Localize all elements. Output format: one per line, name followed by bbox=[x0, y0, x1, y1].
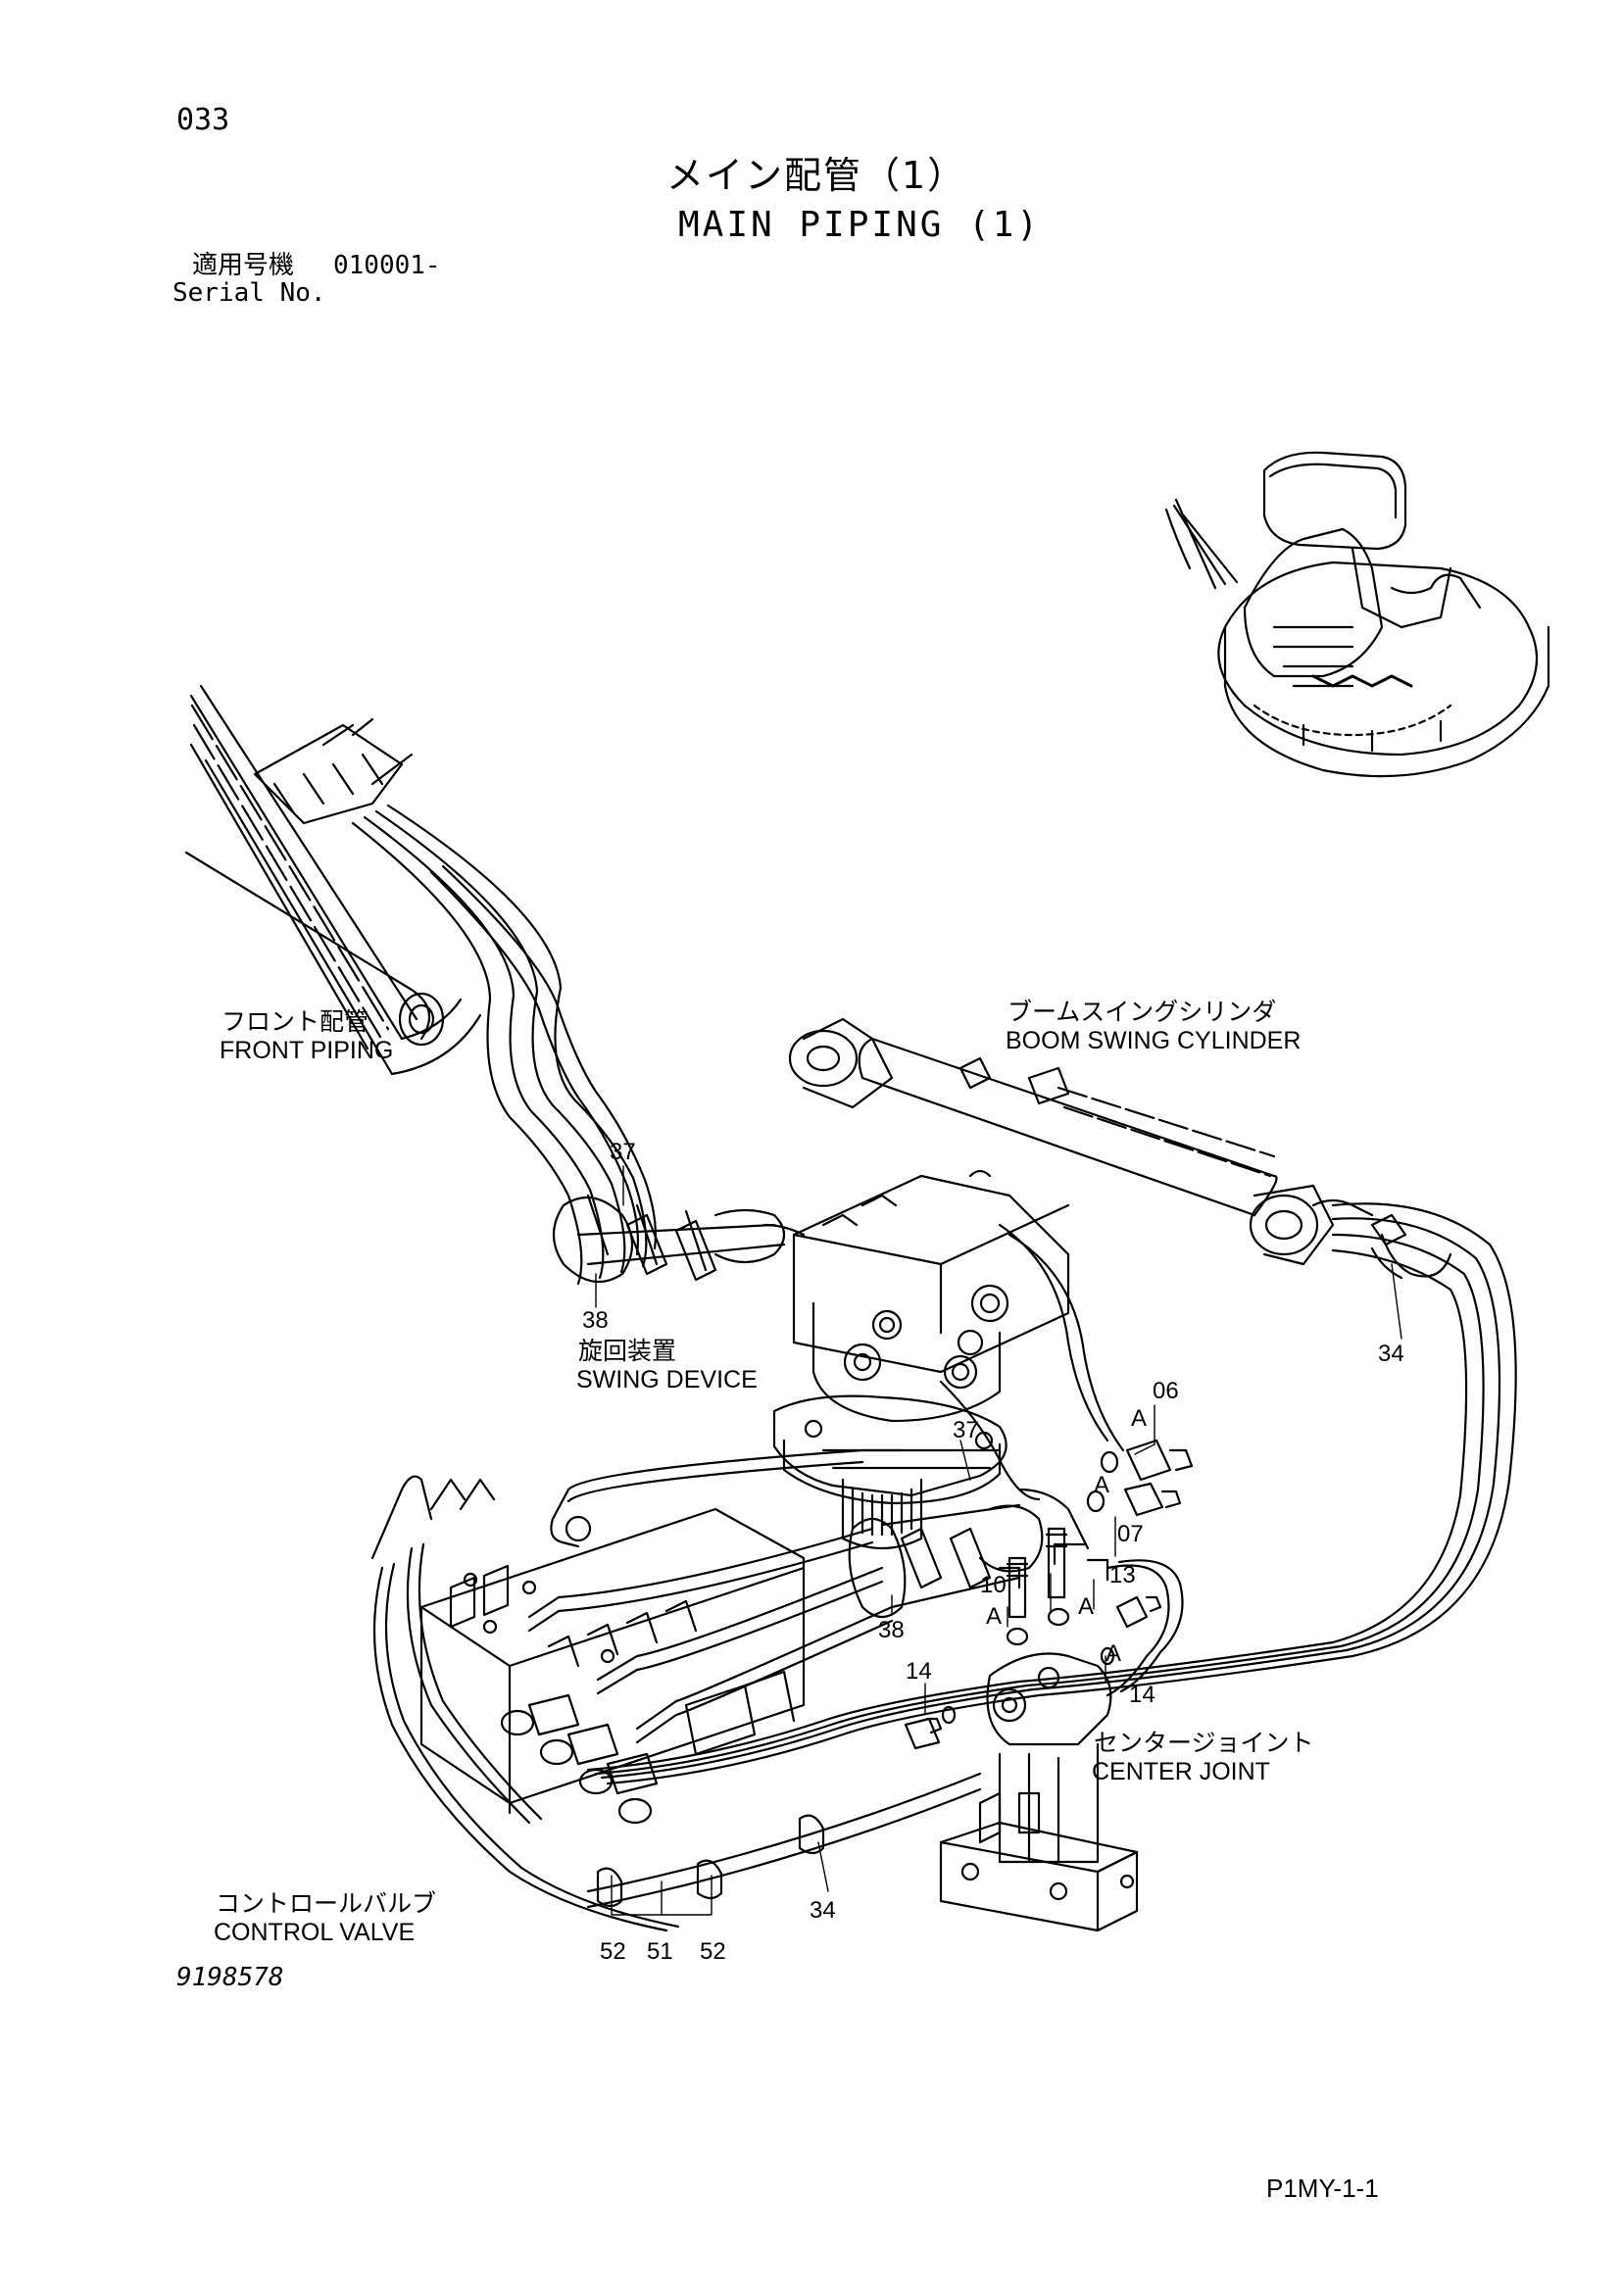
bottom-clamps bbox=[586, 1772, 982, 1909]
right-side-hoses bbox=[586, 1202, 1517, 1785]
title-japanese: メイン配管（1） bbox=[666, 154, 967, 197]
control-valve-label-en: CONTROL VALVE bbox=[214, 1919, 416, 1946]
inset-machine-illustration bbox=[1164, 451, 1550, 778]
drawing-code: P1MY-1-1 bbox=[1266, 2174, 1379, 2203]
center-joint-label-en: CENTER JOINT bbox=[1092, 1758, 1270, 1785]
control-valve-label-jp: コントロールバルブ bbox=[216, 1889, 437, 1918]
boom-swing-cylinder-label-jp: ブームスイングシリンダ bbox=[1008, 998, 1277, 1026]
mid-hoses bbox=[527, 1223, 1125, 1744]
boom-swing-cylinder-drawing bbox=[788, 1017, 1374, 1266]
leader-lines bbox=[595, 1165, 1402, 1916]
center-joint-label-jp: センタージョイント bbox=[1094, 1729, 1314, 1757]
callout-38-upper: 38 bbox=[582, 1307, 609, 1334]
page-number: 033 bbox=[176, 103, 230, 137]
callout-38-lower: 38 bbox=[878, 1617, 905, 1643]
serial-value: 010001- bbox=[333, 251, 441, 280]
boom-swing-cylinder-label-en: BOOM SWING CYLINDER bbox=[1006, 1027, 1302, 1054]
callout-A-5: A bbox=[1106, 1640, 1122, 1667]
front-piping-drawing bbox=[184, 684, 657, 1286]
callout-13: 13 bbox=[1109, 1562, 1136, 1588]
callout-37-lower: 37 bbox=[953, 1417, 979, 1443]
callout-51: 51 bbox=[647, 1938, 673, 1965]
front-piping-label-jp: フロント配管 bbox=[221, 1007, 369, 1036]
callout-14-left: 14 bbox=[906, 1658, 932, 1685]
callout-A-1: A bbox=[1131, 1405, 1148, 1432]
callout-A-3: A bbox=[986, 1603, 1003, 1630]
callout-52-left: 52 bbox=[600, 1938, 626, 1965]
callout-A-2: A bbox=[1094, 1472, 1110, 1498]
callout-10: 10 bbox=[980, 1572, 1007, 1598]
serial-label-japanese: 適用号機 bbox=[192, 251, 295, 280]
swing-device-drawing bbox=[772, 1169, 1070, 1550]
callout-37-upper: 37 bbox=[610, 1139, 636, 1165]
front-piping-label-en: FRONT PIPING bbox=[220, 1037, 394, 1064]
hose-clamp-group-upper bbox=[553, 1194, 806, 1284]
callout-06: 06 bbox=[1153, 1378, 1179, 1404]
hose-clamp-group-lower bbox=[848, 1488, 1090, 1619]
callout-07: 07 bbox=[1117, 1521, 1144, 1547]
swing-device-label-en: SWING DEVICE bbox=[576, 1366, 758, 1393]
drawing-number: 9198578 bbox=[176, 1963, 284, 1992]
callout-14-right: 14 bbox=[1129, 1682, 1155, 1708]
title-english: MAIN PIPING (1) bbox=[678, 205, 1042, 245]
center-joint-drawing bbox=[939, 1652, 1139, 1932]
fittings bbox=[904, 1439, 1194, 1750]
callout-52-right: 52 bbox=[700, 1938, 726, 1965]
control-valve-drawing bbox=[370, 1475, 806, 1932]
callout-34-bottom: 34 bbox=[810, 1897, 836, 1924]
swing-device-label-jp: 旋回装置 bbox=[578, 1337, 677, 1365]
callout-A-4: A bbox=[1078, 1593, 1095, 1620]
serial-label-english: Serial No. bbox=[172, 278, 326, 308]
callout-34-right: 34 bbox=[1378, 1341, 1404, 1367]
